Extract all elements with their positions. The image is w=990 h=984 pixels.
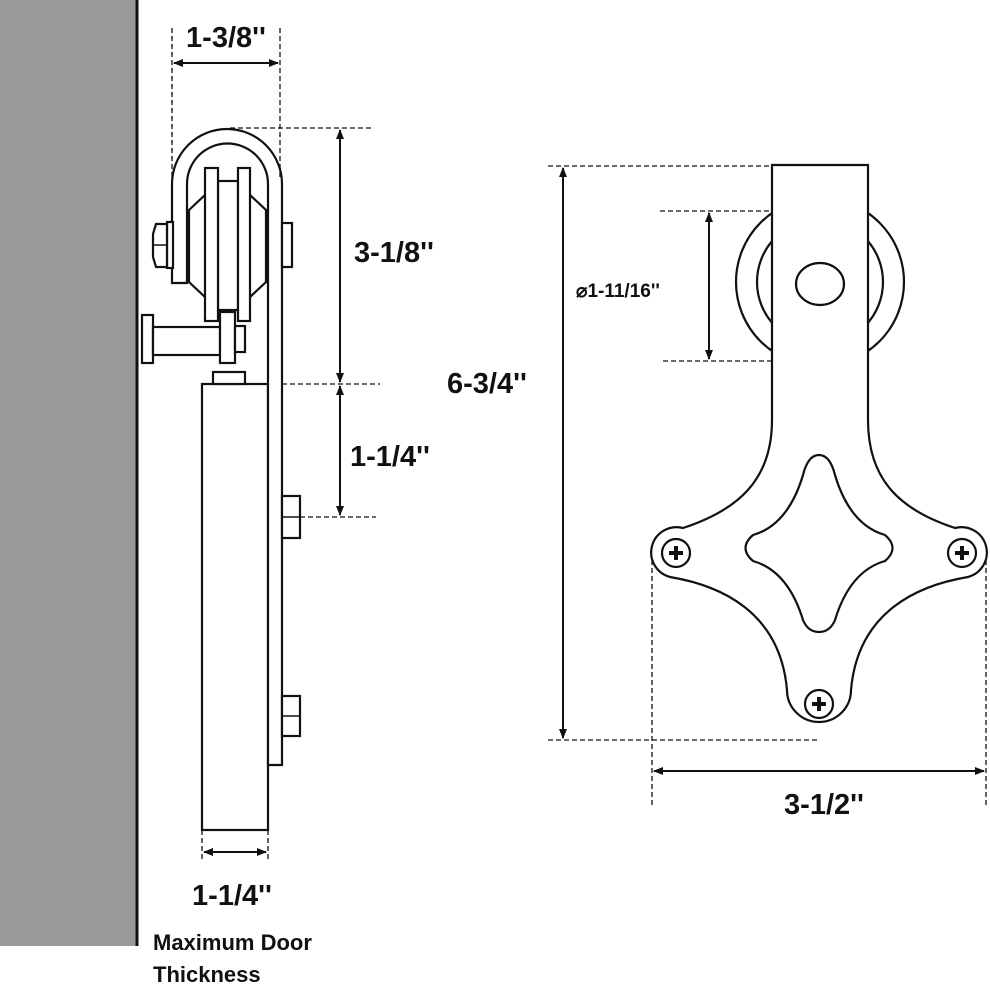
hanger-strap-front [650, 163, 988, 724]
door [200, 382, 270, 832]
dim-door-thickness: 1-1/4'' [192, 880, 272, 912]
dim-total-width: 3-1/2'' [784, 789, 864, 821]
diamond-cutout [744, 453, 894, 634]
screw-icon [803, 688, 835, 720]
dim-top-to-door: 3-1/8'' [354, 237, 434, 269]
dim-total-height: 6-3/4'' [447, 368, 527, 400]
side-view: 1-3/8'' 3-1/8'' 1-1/4'' 1-1/4'' Maximum … [140, 22, 434, 984]
hanger-strap-side [170, 127, 284, 767]
axle-hole [794, 261, 846, 307]
screw-icon [660, 537, 692, 569]
front-view: 6-3/4'' ⌀1-11/16'' 3-1/2'' [447, 163, 988, 821]
caption-line1: Maximum Door [153, 930, 312, 955]
dim-door-to-bolt: 1-1/4'' [350, 441, 430, 473]
dim-wheel-diameter: ⌀1-11/16'' [576, 281, 660, 302]
wall [0, 0, 137, 946]
dim-hanger-width: 1-3/8'' [186, 22, 266, 54]
caption-line2: Thickness [153, 962, 261, 984]
screw-icon [946, 537, 978, 569]
